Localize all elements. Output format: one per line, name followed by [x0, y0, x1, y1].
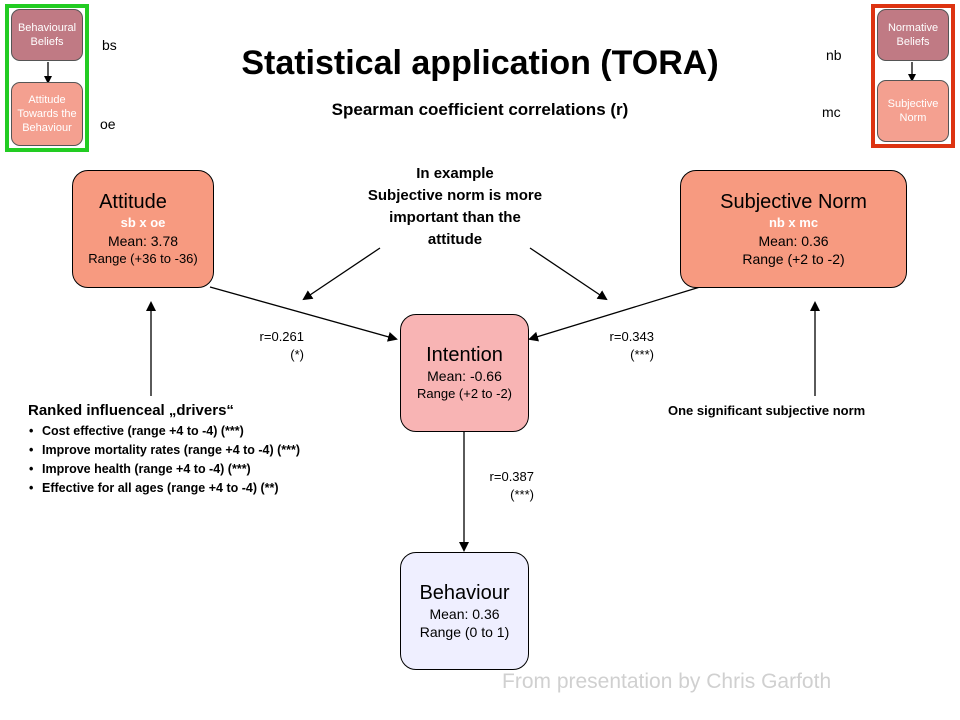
page-title: Statistical application (TORA)	[241, 44, 719, 82]
significant-norm-label: One significant subjective norm	[668, 403, 866, 418]
arrow-note-left	[302, 247, 381, 301]
legend-label-oe: oe	[100, 116, 116, 132]
example-note-line1: In example	[416, 165, 494, 182]
behaviour-range: Range (0 to 1)	[419, 624, 510, 640]
arrow-norm-intention	[528, 286, 701, 342]
legend-label-bs: bs	[102, 37, 117, 53]
legend-subjective-norm: Subjective Norm	[877, 80, 949, 142]
intention-node: Intention Mean: -0.66 Range (+2 to -2)	[400, 314, 529, 432]
behaviour-node: Behaviour Mean: 0.36 Range (0 to 1)	[400, 552, 529, 670]
legend-attitude-towards-behaviour: Attitude Towards the Behaviour	[11, 82, 83, 146]
attitude-range: Range (+36 to -36)	[88, 251, 198, 266]
legend-normative-beliefs-label: Normative Beliefs	[887, 22, 939, 48]
correlation-attitude-intention: r=0.261 (*)	[230, 328, 304, 364]
intention-name: Intention	[426, 344, 503, 366]
attitude-mean: Mean: 3.78	[107, 233, 179, 249]
example-note-line2: Subjective norm is more	[367, 187, 543, 204]
source-credit: From presentation by Chris Garfoth	[502, 670, 832, 693]
correlation-intention-behaviour: r=0.387 (***)	[460, 468, 534, 504]
drivers-block: Ranked influenceal „drivers“ Cost effect…	[28, 402, 388, 498]
example-note-line3: important than the	[389, 209, 521, 226]
legend-left-frame	[5, 4, 89, 152]
attitude-node: Attitude sb x oe Mean: 3.78 Range (+36 t…	[72, 170, 214, 288]
subjective-norm-range: Range (+2 to -2)	[742, 251, 845, 267]
attitude-formula: sb x oe	[120, 215, 166, 230]
legend-right-frame	[871, 4, 955, 148]
arrow-attitude-intention	[209, 286, 398, 342]
subjective-norm-mean: Mean: 0.36	[758, 233, 829, 249]
arrow-note-right	[529, 247, 608, 301]
legend-behavioural-beliefs: Behavioural Beliefs	[11, 9, 83, 61]
legend-label-mc: mc	[822, 104, 841, 120]
correlation-intention-behaviour-sig: (***)	[510, 487, 534, 502]
correlation-attitude-intention-r: r=0.261	[259, 329, 304, 344]
drivers-item: Improve mortality rates (range +4 to -4)…	[29, 441, 388, 460]
example-note-line4: attitude	[427, 231, 483, 248]
behaviour-name: Behaviour	[419, 582, 510, 604]
subjective-norm-node: Subjective Norm nb x mc Mean: 0.36 Range…	[680, 170, 907, 288]
legend-attitude-label: Attitude Towards the Behaviour	[17, 94, 77, 134]
correlation-intention-behaviour-r: r=0.387	[489, 469, 534, 484]
example-note: In example Subjective norm is more impor…	[330, 163, 580, 251]
behaviour-mean: Mean: 0.36	[429, 606, 500, 622]
drivers-item: Effective for all ages (range +4 to -4) …	[29, 479, 388, 498]
legend-subjective-norm-label: Subjective Norm	[887, 98, 939, 124]
drivers-heading: Ranked influenceal „drivers“	[28, 402, 234, 419]
correlation-norm-intention-sig: (***)	[630, 347, 654, 362]
legend-label-nb: nb	[826, 47, 842, 63]
attitude-name: Attitude	[99, 191, 167, 213]
correlation-norm-intention: r=0.343 (***)	[580, 328, 654, 364]
correlation-norm-intention-r: r=0.343	[609, 329, 654, 344]
drivers-item: Improve health (range +4 to -4) (***)	[29, 460, 388, 479]
drivers-item: Cost effective (range +4 to -4) (***)	[29, 422, 388, 441]
intention-range: Range (+2 to -2)	[416, 386, 513, 401]
legend-behavioural-beliefs-label: Behavioural Beliefs	[17, 22, 77, 48]
drivers-list: Cost effective (range +4 to -4) (***) Im…	[28, 422, 388, 498]
correlation-attitude-intention-sig: (*)	[290, 347, 304, 362]
intention-mean: Mean: -0.66	[427, 368, 502, 384]
subjective-norm-name: Subjective Norm	[720, 191, 867, 213]
subjective-norm-formula: nb x mc	[768, 215, 819, 230]
legend-normative-beliefs: Normative Beliefs	[877, 9, 949, 61]
page-subtitle: Spearman coefficient correlations (r)	[331, 100, 629, 119]
